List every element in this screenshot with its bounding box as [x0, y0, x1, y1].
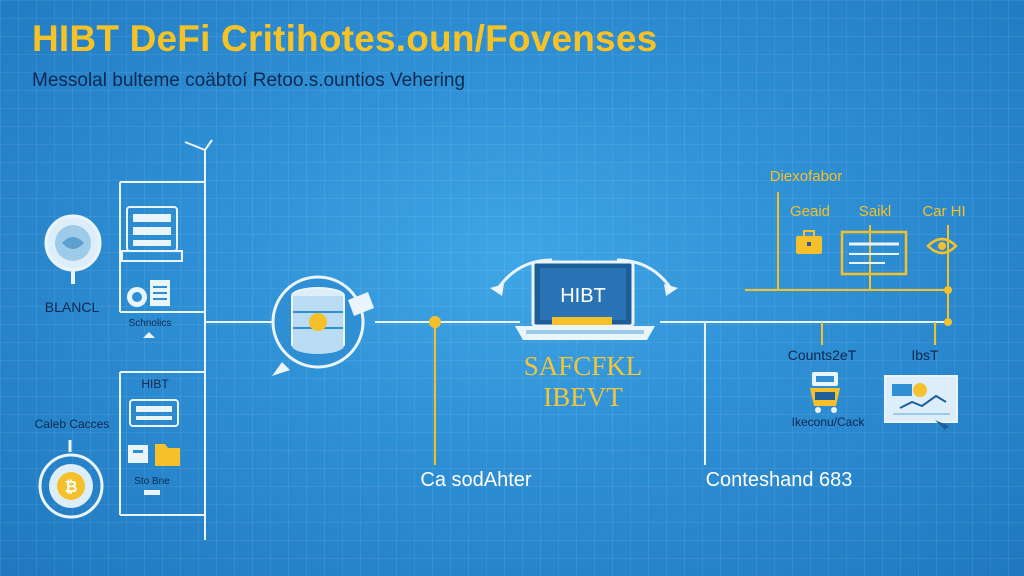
- upload-arrow-icon: [143, 332, 155, 338]
- diagram-title: HIBT DeFi Critihotes.oun/Fovenses: [32, 18, 658, 59]
- bus-top-cap: [184, 139, 213, 152]
- right-node-lower: [944, 318, 952, 326]
- balance-label: BLANCL: [45, 299, 100, 315]
- right-item-3: Car HI: [922, 203, 965, 220]
- server-icon: [121, 206, 183, 262]
- eye-icon: [926, 237, 958, 255]
- caption-underline: [144, 490, 160, 495]
- right-node-upper: [944, 286, 952, 294]
- briefcase-icon: [796, 230, 822, 254]
- coin-icon: ₿: [38, 440, 104, 519]
- right-lower-left-caption: Ikeconu/Cack: [792, 415, 866, 429]
- laptop-icon: [490, 258, 678, 340]
- right-item-2: Saikl: [859, 203, 892, 220]
- folder-icon: [128, 444, 180, 466]
- right-lower-left-label: Counts2eT: [788, 347, 857, 363]
- diagram-subtitle: Messolal bulteme coäbtoí Retoo.s.ountios…: [32, 70, 466, 91]
- hub-node: [429, 316, 441, 328]
- laptop-label: HIBT: [560, 285, 606, 307]
- database-icon: [271, 275, 374, 376]
- caption-left: Ca sodAhter: [420, 469, 532, 491]
- magnifier-icon: [44, 214, 102, 284]
- dashboard-panel-icon: [840, 230, 908, 276]
- right-group-label: Diexofabor: [770, 168, 843, 185]
- cards-label: Caleb Cacces: [35, 417, 110, 431]
- lower-icon-caption: Sto Bne: [134, 476, 170, 487]
- connector-lines: [119, 139, 945, 540]
- wallet-icon: [129, 399, 179, 427]
- right-lower-right-label: IbsT: [911, 347, 939, 363]
- svg-text:₿: ₿: [64, 478, 77, 496]
- brand-line-1: SAFCFKL: [524, 351, 643, 381]
- right-item-1: Geaid: [790, 203, 830, 220]
- brand-line-2: IBEVT: [543, 382, 623, 412]
- card-chart-icon: [884, 375, 958, 430]
- caption-right: Conteshand 683: [706, 469, 853, 491]
- document-icon: [127, 280, 170, 307]
- upper-icon-caption: Schnolics: [129, 318, 172, 329]
- hibt-label: HIBT: [141, 377, 169, 391]
- dashboard-cart-icon: [810, 372, 840, 413]
